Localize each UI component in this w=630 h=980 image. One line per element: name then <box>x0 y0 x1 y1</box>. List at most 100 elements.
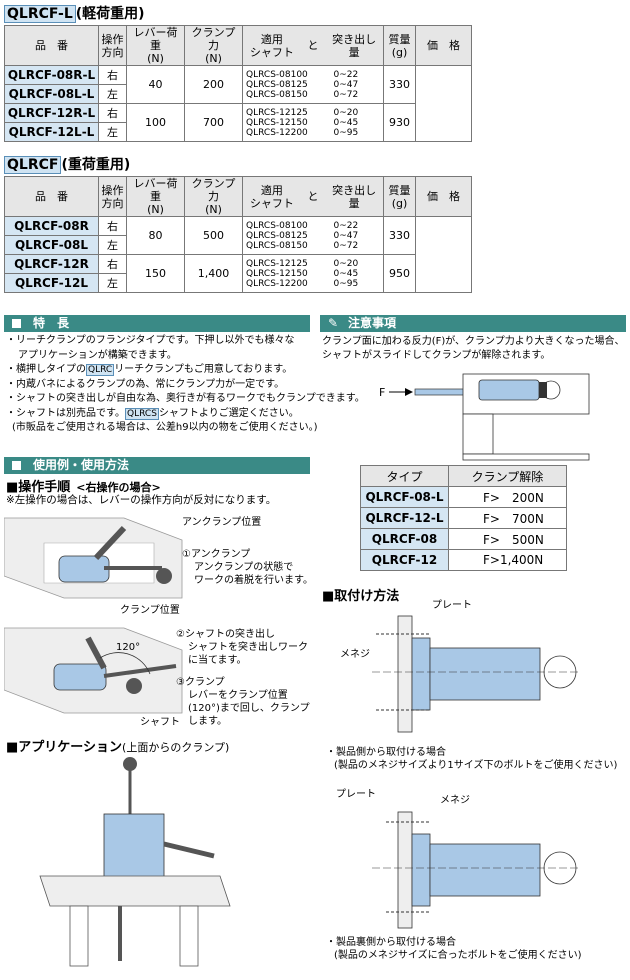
step2-text: ②シャフトの突き出し シャフトを突き出しワーク に当てます。 <box>176 629 308 666</box>
mass-cell: 950 <box>383 254 416 293</box>
dir-cell: 右 <box>98 65 127 85</box>
clamp-cell: 200 <box>184 65 243 104</box>
procedure-sub: <右操作の場合> <box>76 481 161 494</box>
procedure-note: ※左操作の場合は、レバーの操作方向が反対になります。 <box>6 494 277 506</box>
dir-cell: 左 <box>98 273 127 293</box>
price-cell <box>415 216 472 293</box>
col-clamp: クランプ力 (N) <box>184 25 243 66</box>
release-cell: F> 200N <box>448 486 567 508</box>
caution-text: クランプ面に加わる反力(F)が、クランプ力より大きくなった場合、 シャフトがスラ… <box>322 336 625 361</box>
type-cell: QLRCF-12-L <box>360 507 449 529</box>
shaft-cell: QLRCS-12125 QLRCS-12150 QLRCS-12200 <box>242 103 331 142</box>
col-release: クランプ解除 <box>448 465 567 487</box>
col-shaft-stroke: 適用 シャフト と 突き出し 量 <box>242 176 384 217</box>
plate-label-2: プレート <box>336 789 376 800</box>
release-cell: F> 500N <box>448 528 567 550</box>
col-dir: 操作 方向 <box>98 176 127 217</box>
clamp-body-shape <box>478 379 540 401</box>
lever-cell: 40 <box>126 65 185 104</box>
lever-shape <box>85 636 107 670</box>
caution-title: 注意事項 <box>348 316 397 330</box>
col-lever: レバー荷重 (N) <box>126 25 185 66</box>
flange-shape <box>411 833 431 907</box>
lever-ball-shape <box>156 568 172 584</box>
lever-shape <box>93 525 127 561</box>
mass-cell: 930 <box>383 103 416 142</box>
price-cell <box>415 65 472 142</box>
application-sub: (上面からのクランプ) <box>122 741 230 754</box>
features-title: 特 長 <box>33 316 70 330</box>
type-cell: QLRCF-12 <box>360 549 449 571</box>
qlrcs-tag: QLRCS <box>125 407 159 420</box>
lever-ball-shape <box>126 678 142 694</box>
part-cell: QLRCF-12L-L <box>4 122 99 142</box>
usage-bar: 使用例・使用方法 <box>4 457 310 474</box>
feature-line: ・リーチクランプのフランジタイプです。下押し以外でも様々な <box>6 335 295 346</box>
unclamp-position-label: アンクランプ位置 <box>182 517 262 528</box>
lever-cell: 100 <box>126 103 185 142</box>
col-clamp: クランプ力 (N) <box>184 176 243 217</box>
col-to: と <box>307 39 319 52</box>
light-section-title: QLRCF-L(軽荷重用) <box>4 3 145 23</box>
feature-line: アプリケーションが構築できます。 <box>18 349 177 361</box>
angle-label: 120° <box>116 642 140 653</box>
col-lever: レバー荷重 (N) <box>126 176 185 217</box>
shaft-cell: QLRCS-08100 QLRCS-08125 QLRCS-08150 <box>242 216 331 255</box>
dir-cell: 左 <box>98 235 127 255</box>
lever-ball-shape <box>123 757 137 771</box>
part-cell: QLRCF-12R <box>4 254 99 274</box>
clamp-body-shape <box>53 663 107 691</box>
clamp-position-label: クランプ位置 <box>120 605 180 616</box>
application-drawing <box>39 757 231 967</box>
light-spec-table: 品 番 操作 方向 レバー荷重 (N) クランプ力 (N) 適用 シャフト と … <box>4 25 472 142</box>
step3-text: ③クランプ レバーをクランプ位置 (120°)まで回し、クランプ します。 <box>176 677 310 727</box>
qlrc-tag: QLRC <box>86 364 115 376</box>
type-cell: QLRCF-08-L <box>360 486 449 508</box>
feature-line: ・シャフトの突き出しが自由な為、奥行きが有るワークでもクランプできます。 <box>6 393 365 404</box>
heavy-code-tag: QLRCF <box>4 156 62 174</box>
stroke-cell: 0~22 0~47 0~72 <box>330 216 384 255</box>
force-arrow-icon <box>405 388 413 396</box>
base-left-shape <box>462 413 494 455</box>
stroke-cell: 0~20 0~45 0~95 <box>330 254 384 293</box>
mounting-caption-1: ・製品側から取付ける場合 (製品のメネジサイズより1サイズ下のボルトをご使用くだ… <box>326 747 618 771</box>
heavy-section-title: QLRCF(重荷重用) <box>4 154 130 174</box>
clamp-body-shape <box>429 843 541 897</box>
application-title: ■アプリケーション(上面からのクランプ) <box>6 740 230 755</box>
mounting-caption-2: ・製品裏側から取付ける場合 (製品のメネジサイズに合ったボルトをご使用ください) <box>326 937 582 961</box>
shaft-shape <box>103 664 177 678</box>
clamp-cell: 700 <box>184 103 243 142</box>
feature-line: ・内蔵バネによるクランプの為、常にクランプ力が一定です。 <box>6 378 285 390</box>
col-mass: 質量 (g) <box>383 25 416 66</box>
procedure-title: ■操作手順<右操作の場合> <box>6 480 161 495</box>
bar-square-icon <box>12 319 21 328</box>
dir-cell: 右 <box>98 103 127 123</box>
part-cell: QLRCF-08R <box>4 216 99 236</box>
caution-bar: ✎注意事項 <box>320 315 626 332</box>
screw-label: メネジ <box>340 649 370 660</box>
shaft-label: シャフト <box>140 717 180 728</box>
col-shaft: 適用 シャフト <box>249 32 294 59</box>
lever-base-shape <box>539 382 547 398</box>
shaft-shape <box>414 388 466 396</box>
mounting-title: ■取付け方法 <box>322 589 400 604</box>
col-price: 価 格 <box>415 176 472 217</box>
col-part: 品 番 <box>4 176 99 217</box>
leg-shape <box>69 905 89 967</box>
type-cell: QLRCF-08 <box>360 528 449 550</box>
features-bar: 特 長 <box>4 315 310 332</box>
plate-shape <box>397 615 413 733</box>
step1-text: ①アンクランプ アンクランプの状態で ワークの着脱を行います。 <box>182 549 313 586</box>
clamp-cell: 500 <box>184 216 243 255</box>
clamp-body-shape <box>58 555 110 583</box>
part-cell: QLRCF-08L <box>4 235 99 255</box>
flange-shape <box>411 637 431 711</box>
heavy-spec-table: 品 番 操作 方向 レバー荷重 (N) クランプ力 (N) 適用 シャフト と … <box>4 176 472 293</box>
dir-cell: 左 <box>98 84 127 104</box>
col-mass: 質量 (g) <box>383 176 416 217</box>
mounting-front-drawing <box>372 615 580 733</box>
features-list: ・リーチクランプのフランジタイプです。下押し以外でも様々な アプリケーションが構… <box>6 334 365 436</box>
base-plate-shape <box>462 453 590 461</box>
